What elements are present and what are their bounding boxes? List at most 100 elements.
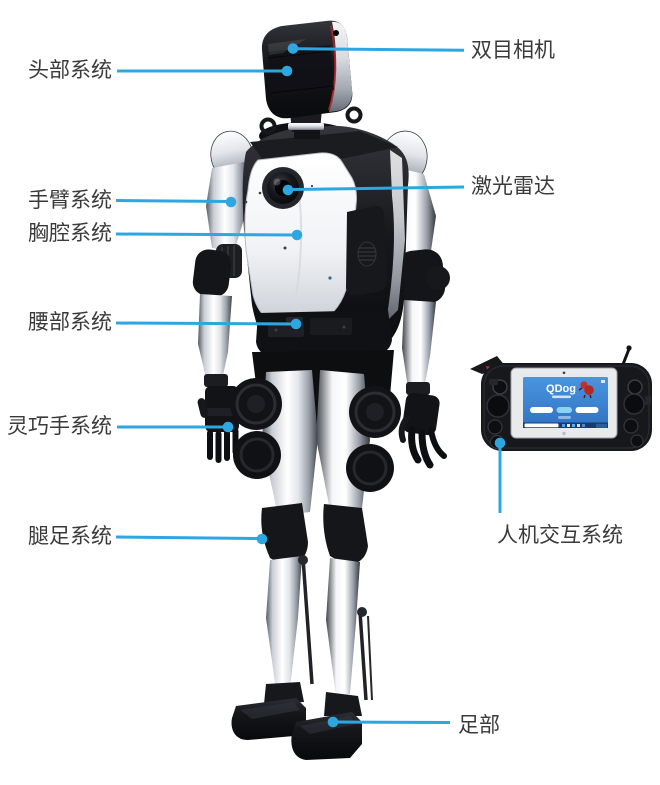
- side-panel: [346, 205, 387, 296]
- callout-dot-lidar: [282, 184, 294, 196]
- callout-dot-foot: [327, 716, 339, 728]
- visor: [268, 45, 334, 97]
- callout-dot-head-system: [281, 65, 293, 77]
- right-shin-rod: [358, 611, 368, 701]
- callout-dot-chest-system: [291, 229, 303, 241]
- right-shoulder-hook: [345, 106, 363, 124]
- head: [261, 20, 353, 119]
- callout-dot-dexterous-hand-system: [222, 421, 234, 433]
- callout-lines: [115, 47, 502, 724]
- left-upper-arm: [206, 162, 248, 252]
- right-grip-controls: [623, 379, 651, 448]
- callout-dots: [222, 43, 506, 728]
- callout-line-foot: [336, 720, 451, 724]
- left-shoulder-hook: [259, 117, 277, 135]
- right-hand: [398, 392, 447, 469]
- right-foot: [291, 712, 362, 760]
- upper-chest-panel: [250, 131, 398, 164]
- hip-actuators: [230, 378, 401, 492]
- label-hmi-system: 人机交互系统: [497, 524, 623, 547]
- remote-controller: QDog: [470, 345, 652, 451]
- visor-gloss: [268, 39, 306, 55]
- left-joystick: [486, 394, 510, 418]
- qdog-logo-graphic: [578, 381, 594, 399]
- tablet-home-button: [562, 431, 566, 436]
- callout-dot-binocular-camera: [287, 43, 299, 54]
- callout-line-binocular-camera: [297, 47, 465, 52]
- screen-pill-right: [575, 407, 599, 413]
- robot-illustration: [192, 20, 450, 760]
- controller-screen-title: QDog: [546, 383, 576, 395]
- left-button-a: [487, 419, 503, 435]
- right-joystick: [623, 393, 645, 415]
- right-small-button: [645, 396, 651, 405]
- torso-right-chrome-edge: [386, 150, 405, 322]
- torso: [242, 125, 409, 348]
- right-rod-joint: [357, 607, 367, 617]
- left-elbow-pad: [192, 249, 232, 297]
- left-knee-pad: [261, 503, 308, 567]
- right-button-b: [630, 434, 644, 448]
- screen-taskbar: [523, 422, 608, 428]
- screen-subtitle-bar: [552, 395, 571, 399]
- label-arm-system: 手臂系统: [28, 189, 112, 212]
- controller-tablet: QDog: [510, 367, 618, 439]
- callout-line-chest-system: [115, 232, 295, 237]
- right-dial: [627, 379, 643, 395]
- speaker-grille: [357, 241, 377, 267]
- left-wrist: [204, 374, 228, 387]
- label-leg-foot-system: 腿足系统: [28, 525, 112, 548]
- left-shin-rod: [301, 557, 314, 685]
- label-lidar: 激光雷达: [471, 175, 555, 198]
- left-small-button: [489, 379, 498, 385]
- visor-seams: [267, 50, 334, 94]
- label-dexterous-hand-system: 灵巧手系统: [7, 415, 112, 438]
- right-shin: [326, 558, 360, 696]
- label-chest-system: 胸腔系统: [28, 222, 112, 245]
- screen-pill-left: [530, 407, 553, 413]
- left-foot: [231, 698, 306, 740]
- label-binocular-camera: 双目相机: [471, 39, 555, 62]
- head-port: [333, 30, 339, 36]
- callout-dot-waist-system: [290, 318, 302, 330]
- left-forearm: [198, 294, 232, 380]
- status-led: [328, 276, 332, 280]
- callout-line-waist-system: [115, 321, 294, 326]
- right-button-a: [623, 418, 639, 434]
- label-waist-system: 腰部系统: [28, 311, 112, 334]
- antenna-tip: [626, 345, 632, 351]
- chest-screw: [258, 191, 262, 195]
- left-arm: [192, 130, 254, 463]
- screen-corner-icon: [601, 380, 605, 383]
- chest-screw: [244, 200, 248, 204]
- label-foot: 足部: [458, 714, 500, 737]
- callout-dot-arm-system: [225, 196, 237, 208]
- waist-belt: [256, 310, 392, 356]
- tablet-camera-dot: [562, 371, 566, 375]
- right-shin-rod-2: [367, 615, 373, 701]
- right-wrist: [406, 382, 430, 395]
- right-elbow-joint: [426, 266, 450, 290]
- left-leg: [231, 370, 318, 740]
- screen-link-bar: [558, 416, 571, 419]
- left-grip-controls: [486, 379, 510, 450]
- callout-line-lidar: [292, 185, 465, 191]
- label-head-system: 头部系统: [28, 59, 112, 82]
- callout-dot-hmi-system: [494, 437, 506, 449]
- head-red-stripe: [328, 25, 337, 111]
- screen-pill-center: [556, 407, 572, 413]
- right-elbow-pad: [396, 249, 446, 305]
- callout-line-leg-foot-system: [115, 535, 260, 540]
- chest-screw: [283, 246, 287, 250]
- left-rod-joint: [298, 555, 308, 565]
- right-forearm: [402, 300, 436, 390]
- lidar-lens: [262, 167, 304, 209]
- controller-body-edge: [483, 365, 650, 449]
- right-ankle: [324, 692, 362, 716]
- chest-screw: [310, 184, 314, 188]
- callout-dot-leg-foot-system: [256, 533, 268, 545]
- callout-line-arm-system: [115, 199, 229, 203]
- left-shin: [266, 556, 302, 690]
